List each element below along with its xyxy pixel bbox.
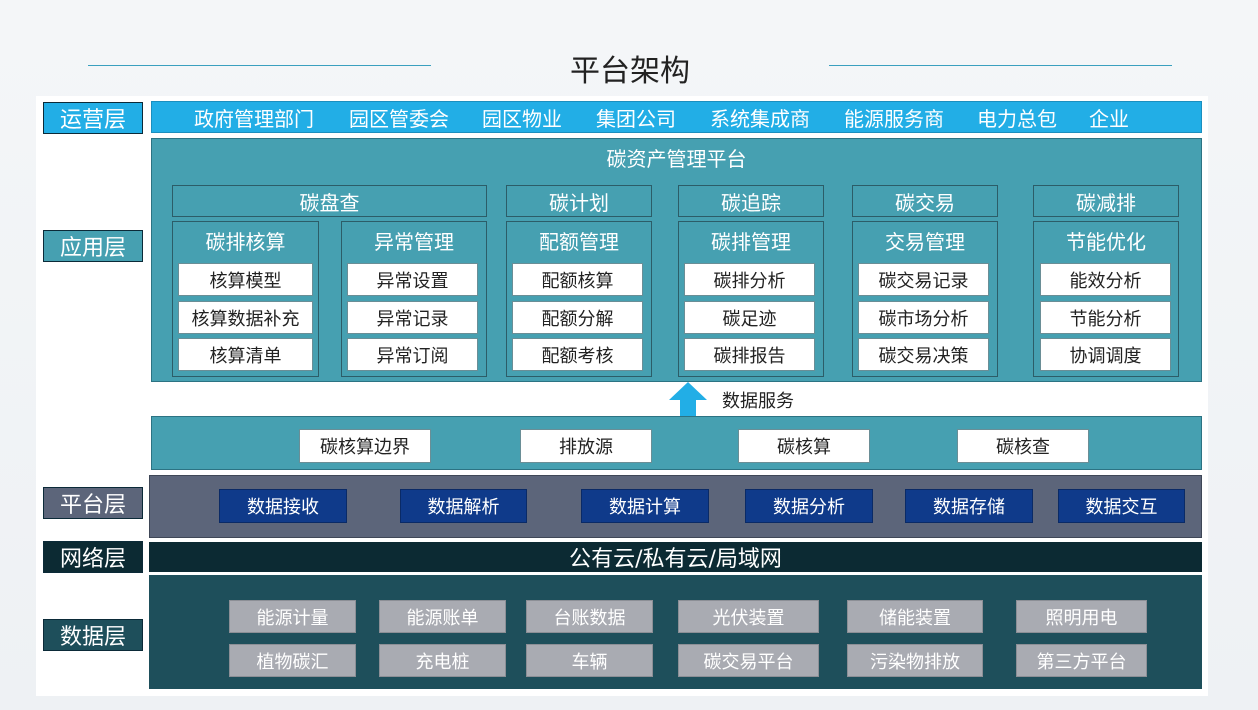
module-leaf: 能效分析: [1040, 263, 1171, 296]
module-leaf: 碳交易决策: [858, 338, 989, 371]
data-item: 充电桩: [379, 644, 506, 677]
module-title: 碳排管理: [711, 229, 791, 254]
operations-item: 集团公司: [596, 106, 676, 131]
module-leaf: 碳足迹: [684, 301, 815, 334]
module-leaf: 碳交易记录: [858, 263, 989, 296]
network-layer: 公有云/私有云/局域网: [149, 542, 1202, 572]
data-item: 能源账单: [379, 600, 506, 633]
module-leaf: 碳排分析: [684, 263, 815, 296]
data-item: 照明用电: [1016, 600, 1147, 633]
data-item: 碳交易平台: [678, 644, 819, 677]
application-title: 碳资产管理平台: [606, 146, 747, 171]
data-item: 植物碳汇: [229, 644, 356, 677]
module-leaf: 碳排报告: [684, 338, 815, 371]
module-leaf: 核算清单: [178, 338, 313, 371]
category-carbon-reduction: 碳减排: [1033, 185, 1179, 217]
service-item: 碳核算边界: [299, 429, 431, 463]
operations-item: 政府管理部门: [194, 106, 314, 131]
application-layer: [151, 138, 1202, 382]
module-leaf: 碳市场分析: [858, 301, 989, 334]
module-title: 碳排核算: [205, 229, 286, 254]
title-rule-left: [88, 65, 431, 66]
up-arrow-icon: [669, 382, 707, 418]
operations-item: 系统集成商: [710, 106, 810, 131]
module-leaf: 配额考核: [512, 338, 643, 371]
category-carbon-tracking: 碳追踪: [678, 185, 824, 217]
data-item: 台账数据: [526, 600, 653, 633]
module-title: 节能优化: [1066, 229, 1146, 254]
page-title: 平台架构: [570, 54, 690, 89]
category-carbon-trading: 碳交易: [852, 185, 998, 217]
platform-item: 数据存储: [905, 489, 1033, 523]
module-leaf: 核算数据补充: [178, 301, 313, 334]
layer-label-application: 应用层: [43, 230, 143, 262]
module-title: 异常管理: [374, 229, 454, 254]
module-leaf: 配额分解: [512, 301, 643, 334]
data-service-label: 数据服务: [722, 391, 794, 412]
service-item: 排放源: [520, 429, 652, 463]
layer-label-platform: 平台层: [43, 487, 143, 519]
module-title: 配额管理: [539, 229, 619, 254]
service-item: 碳核查: [957, 429, 1089, 463]
category-carbon-inventory: 碳盘查: [172, 185, 487, 217]
platform-item: 数据交互: [1058, 489, 1185, 523]
platform-item: 数据计算: [581, 489, 709, 523]
data-item: 车辆: [526, 644, 653, 677]
data-item: 能源计量: [229, 600, 356, 633]
module-leaf: 异常订阅: [347, 338, 478, 371]
module-leaf: 异常设置: [347, 263, 478, 296]
operations-item: 能源服务商: [844, 106, 944, 131]
platform-item: 数据接收: [219, 489, 347, 523]
platform-item: 数据解析: [400, 489, 527, 523]
data-item: 光伏装置: [678, 600, 819, 633]
operations-item: 园区物业: [482, 106, 562, 131]
module-leaf: 异常记录: [347, 301, 478, 334]
data-item: 储能装置: [847, 600, 983, 633]
module-leaf: 配额核算: [512, 263, 643, 296]
operations-bar: [151, 101, 1202, 133]
layer-label-network: 网络层: [43, 541, 143, 573]
operations-item: 园区管委会: [349, 106, 449, 131]
operations-item: 电力总包: [977, 106, 1057, 131]
layer-label-operations: 运营层: [43, 102, 143, 134]
service-item: 碳核算: [738, 429, 870, 463]
data-item: 第三方平台: [1016, 644, 1147, 677]
module-leaf: 核算模型: [178, 263, 313, 296]
category-carbon-plan: 碳计划: [506, 185, 652, 217]
platform-item: 数据分析: [745, 489, 873, 523]
module-leaf: 节能分析: [1040, 301, 1171, 334]
module-title: 交易管理: [885, 229, 965, 254]
title-rule-right: [829, 65, 1172, 66]
operations-item: 企业: [1089, 106, 1129, 131]
layer-label-data: 数据层: [43, 619, 143, 651]
data-item: 污染物排放: [847, 644, 983, 677]
module-leaf: 协调调度: [1040, 338, 1171, 371]
